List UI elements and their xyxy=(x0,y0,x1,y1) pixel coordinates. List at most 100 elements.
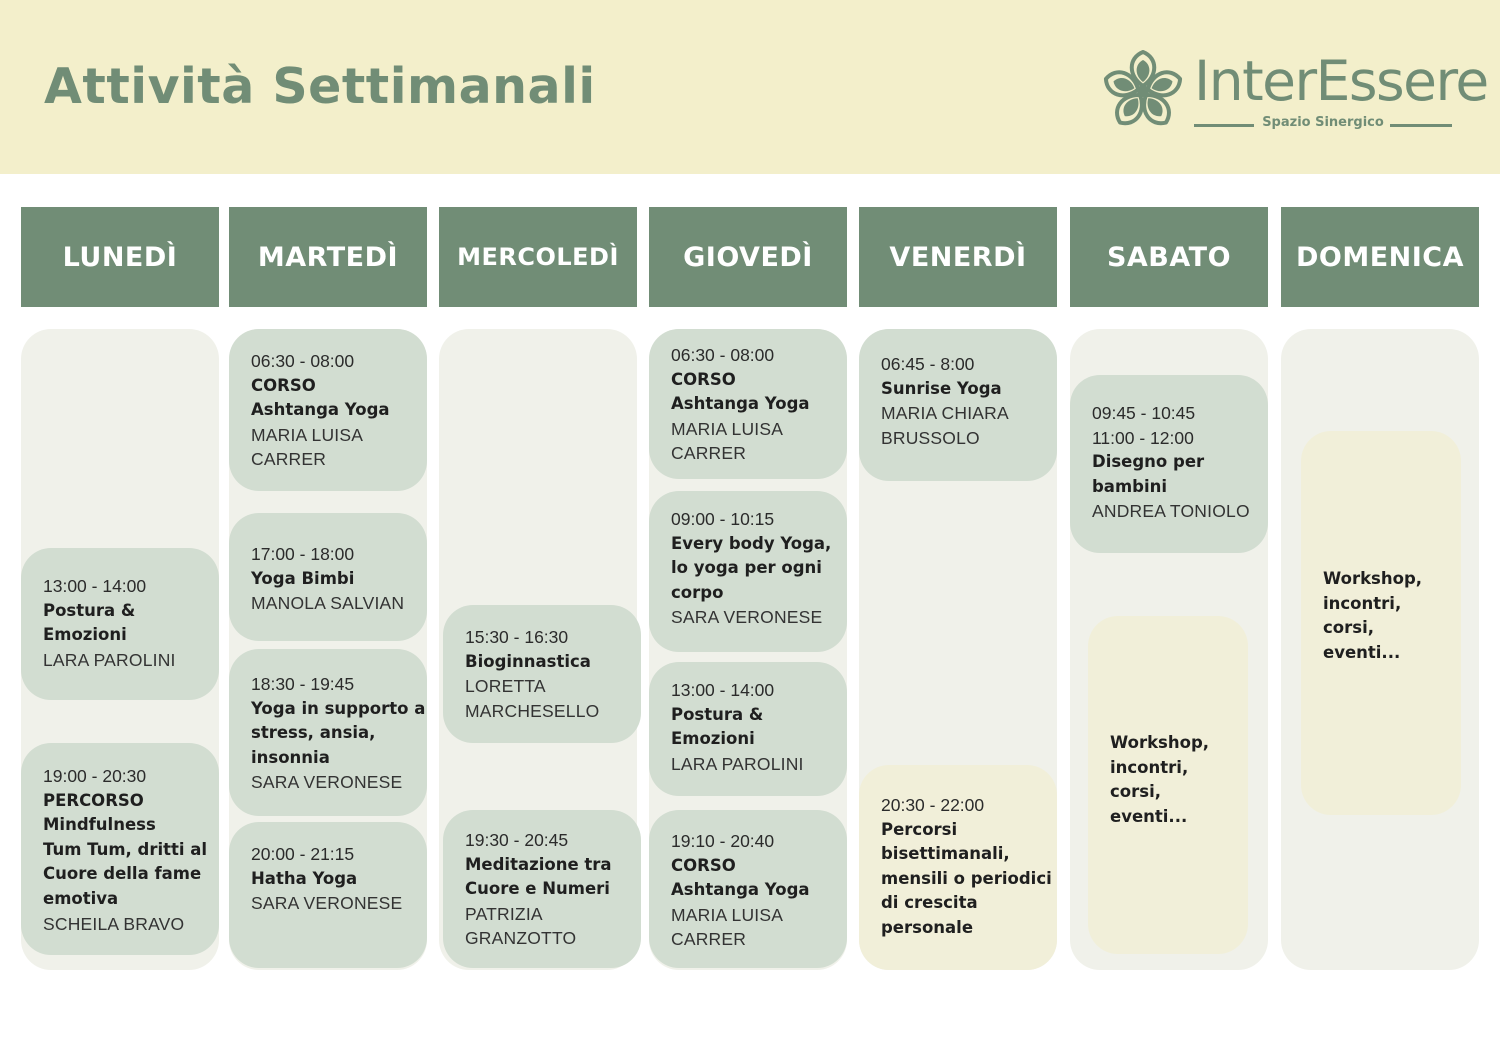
activity-title: bambini xyxy=(1092,476,1168,496)
activity-title: stress, ansia, xyxy=(251,723,376,743)
activity-instructor: ANDREA TONIOLO xyxy=(1092,501,1250,522)
activity-title: Cuore della fame xyxy=(43,864,202,884)
activity-title: incontri, xyxy=(1323,593,1402,613)
activity-title: insonnia xyxy=(251,747,330,767)
activity-time: 19:10 - 20:40 xyxy=(671,831,775,851)
day-header-2: MARTEDÌ xyxy=(229,207,427,307)
activity-instructor: CARRER xyxy=(671,443,747,464)
activity-title: Postura & xyxy=(43,600,136,620)
activity-instructor: PATRIZIA xyxy=(465,903,543,924)
activity-title: Mindfulness xyxy=(43,815,156,835)
activity-title: CORSO xyxy=(671,369,736,389)
activity-title: Meditazione tra xyxy=(465,854,612,874)
activity-title: Emozioni xyxy=(671,729,755,749)
day-header-7: DOMENICA xyxy=(1281,207,1479,307)
activity-instructor: MARIA LUISA xyxy=(671,904,784,925)
activity-title: PERCORSO xyxy=(43,790,144,810)
activity-instructor: CARRER xyxy=(671,929,747,950)
activity-title: eventi... xyxy=(1110,806,1188,826)
activity-title: Sunrise Yoga xyxy=(881,378,1002,398)
activity-title: corsi, xyxy=(1323,618,1374,638)
tagline-divider-left xyxy=(1194,124,1254,127)
activity-title: CORSO xyxy=(251,375,316,395)
activity-title: Yoga Bimbi xyxy=(251,568,355,588)
logo-tagline-text: Spazio Sinergico xyxy=(1262,115,1384,130)
logo-name: InterEssere xyxy=(1194,49,1489,113)
activity-instructor: SCHEILA BRAVO xyxy=(43,913,185,934)
day-header-4: GIOVEDÌ xyxy=(649,207,847,307)
activity-instructor: MARCHESELLO xyxy=(465,700,600,721)
activity-title: Every body Yoga, xyxy=(671,533,832,553)
activity-instructor: SARA VERONESE xyxy=(251,893,403,914)
activity-title: incontri, xyxy=(1110,757,1189,777)
activity-time: 06:45 - 8:00 xyxy=(881,354,975,374)
activity-title: Workshop, xyxy=(1110,733,1210,752)
activity-time: 09:45 - 10:45 xyxy=(1092,403,1196,423)
activity-title: CORSO xyxy=(671,855,736,875)
activity-instructor: LARA PAROLINI xyxy=(671,753,804,774)
logo: InterEssere Spazio Sinergico xyxy=(1098,44,1489,140)
activity-title: corpo xyxy=(671,582,724,602)
activity-instructor: MARIA LUISA xyxy=(671,418,784,439)
tagline-divider-right xyxy=(1390,124,1452,127)
activity-title: Ashtanga Yoga xyxy=(671,394,810,414)
activity-title: Yoga in supporto a xyxy=(251,698,426,718)
activity-time: 20:30 - 22:00 xyxy=(881,795,985,815)
activity-title: Ashtanga Yoga xyxy=(251,400,390,420)
activity-title: Cuore e Numeri xyxy=(465,879,610,899)
activity-title: Disegno per xyxy=(1092,452,1205,472)
flower-logo-icon xyxy=(1103,50,1183,126)
activity-time: 06:30 - 08:00 xyxy=(251,351,355,371)
activity-title: mensili o periodici xyxy=(881,868,1052,888)
activity-instructor: LORETTA xyxy=(465,676,546,697)
activity-time: 20:00 - 21:15 xyxy=(251,844,355,864)
day-header-3: MERCOLEDÌ xyxy=(439,207,637,307)
activity-time: 19:00 - 20:30 xyxy=(43,766,147,786)
activity-title: Hatha Yoga xyxy=(251,868,358,888)
activity-instructor: MARIA CHIARA xyxy=(881,403,1009,424)
activity-time: 19:30 - 20:45 xyxy=(465,830,569,850)
activity-time: 15:30 - 16:30 xyxy=(465,627,569,647)
activity-title: Emozioni xyxy=(43,625,127,645)
activity-instructor: SARA VERONESE xyxy=(671,607,823,628)
activity-title: Postura & xyxy=(671,704,764,724)
activity-title: emotiva xyxy=(43,888,119,908)
logo-tagline: Spazio Sinergico xyxy=(1194,114,1452,134)
activity-time: 13:00 - 14:00 xyxy=(43,576,147,596)
activity-instructor: BRUSSOLO xyxy=(881,427,980,448)
activity-time: 18:30 - 19:45 xyxy=(251,674,355,694)
activity-time: 09:00 - 10:15 xyxy=(671,509,775,529)
activity-time: 11:00 - 12:00 xyxy=(1092,427,1194,448)
activity-title: Bioginnastica xyxy=(465,651,591,671)
activity-title: di crescita xyxy=(881,893,978,913)
activity-instructor: SARA VERONESE xyxy=(251,772,403,793)
day-header-1: LUNEDÌ xyxy=(21,207,219,307)
activity-instructor: GRANZOTTO xyxy=(465,928,577,949)
day-header-6: SABATO xyxy=(1070,207,1268,307)
activity-time: 06:30 - 08:00 xyxy=(671,345,775,365)
activity-title: corsi, xyxy=(1110,782,1161,802)
activity-title: personale xyxy=(881,917,974,937)
activity-card: Workshop,incontri,corsi,eventi... xyxy=(1301,431,1461,815)
activity-instructor: CARRER xyxy=(251,449,327,470)
activity-title: Tum Tum, dritti al xyxy=(43,839,208,859)
activity-instructor: MARIA LUISA xyxy=(251,424,364,445)
activity-title: lo yoga per ogni xyxy=(671,558,822,578)
day-header-5: VENERDÌ xyxy=(859,207,1057,307)
activity-instructor: MANOLA SALVIAN xyxy=(251,593,405,614)
